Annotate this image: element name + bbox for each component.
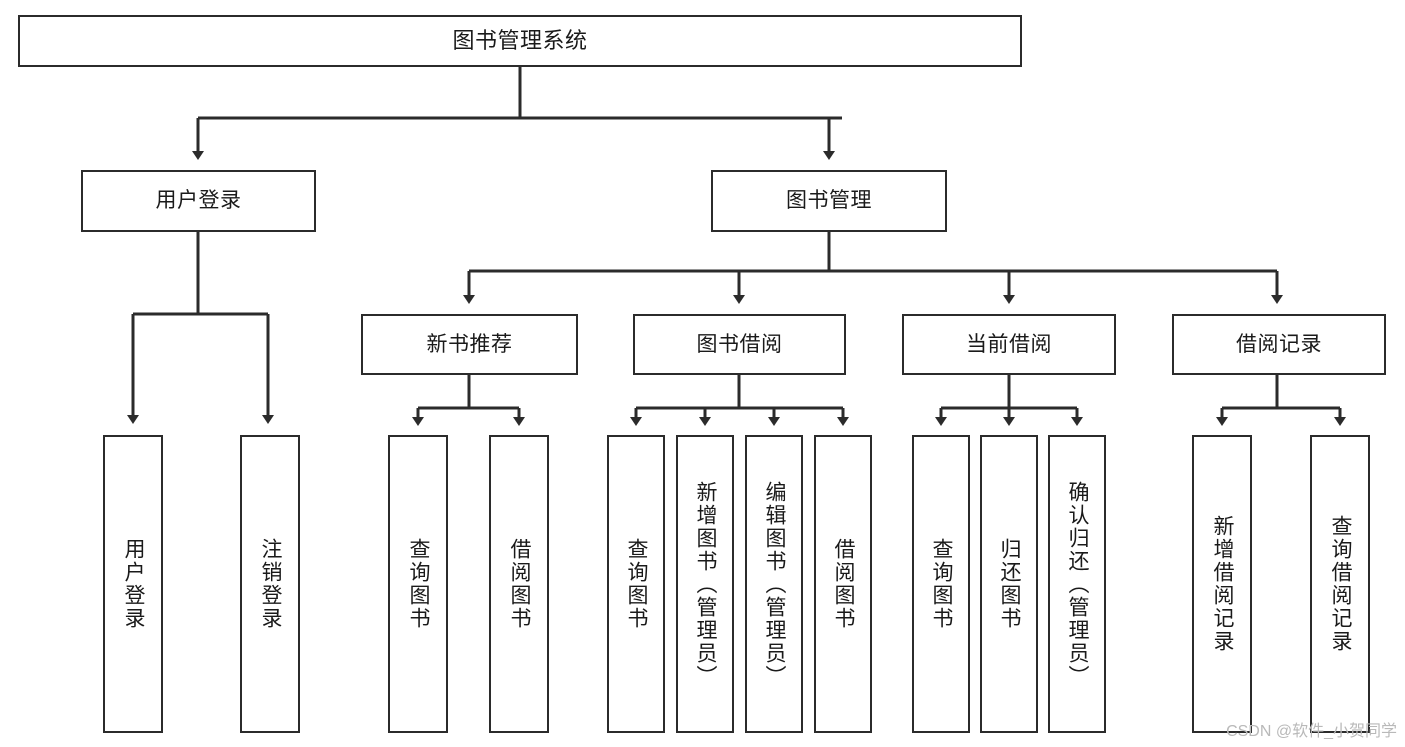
node-borrow-record[interactable]: 借阅记录 <box>1172 314 1386 375</box>
node-leaf-query-book-1-label: 查询图书 <box>407 538 431 630</box>
node-leaf-add-book-label: 新增图书（管理员） <box>694 480 718 688</box>
node-leaf-return-book-label: 归还图书 <box>998 538 1022 630</box>
node-leaf-query-book-2-label: 查询图书 <box>625 538 649 630</box>
node-user-login-label: 用户登录 <box>155 189 242 213</box>
node-leaf-edit-book[interactable]: 编辑图书（管理员） <box>745 435 803 733</box>
node-current-borrow-label: 当前借阅 <box>966 332 1052 356</box>
node-book-manage[interactable]: 图书管理 <box>711 170 947 232</box>
node-user-login[interactable]: 用户登录 <box>81 170 316 232</box>
node-leaf-confirm-return-label: 确认归还（管理员） <box>1066 480 1090 688</box>
node-leaf-add-book[interactable]: 新增图书（管理员） <box>676 435 734 733</box>
node-leaf-edit-book-label: 编辑图书（管理员） <box>763 480 787 688</box>
node-root[interactable]: 图书管理系统 <box>18 15 1022 67</box>
node-new-book-recommend-label: 新书推荐 <box>426 332 513 356</box>
node-leaf-query-book-1[interactable]: 查询图书 <box>388 435 448 733</box>
node-leaf-borrow-book-2[interactable]: 借阅图书 <box>814 435 872 733</box>
node-leaf-user-login-label: 用户登录 <box>122 538 146 630</box>
node-book-manage-label: 图书管理 <box>786 189 872 213</box>
node-book-borrow[interactable]: 图书借阅 <box>633 314 846 375</box>
node-leaf-add-record-label: 新增借阅记录 <box>1211 515 1235 653</box>
node-leaf-query-book-2[interactable]: 查询图书 <box>607 435 665 733</box>
node-new-book-recommend[interactable]: 新书推荐 <box>361 314 578 375</box>
node-leaf-borrow-book-1[interactable]: 借阅图书 <box>489 435 549 733</box>
node-book-borrow-label: 图书借阅 <box>696 332 783 356</box>
node-current-borrow[interactable]: 当前借阅 <box>902 314 1116 375</box>
csdn-watermark: CSDN @软件_小贺同学 <box>1226 723 1397 740</box>
node-leaf-return-book[interactable]: 归还图书 <box>980 435 1038 733</box>
node-leaf-query-record[interactable]: 查询借阅记录 <box>1310 435 1370 733</box>
node-leaf-query-book-3[interactable]: 查询图书 <box>912 435 970 733</box>
node-root-label: 图书管理系统 <box>452 27 588 53</box>
node-leaf-query-book-3-label: 查询图书 <box>930 538 954 630</box>
node-leaf-query-record-label: 查询借阅记录 <box>1329 515 1353 653</box>
node-leaf-user-login[interactable]: 用户登录 <box>103 435 163 733</box>
node-leaf-logout-login[interactable]: 注销登录 <box>240 435 300 733</box>
node-leaf-confirm-return[interactable]: 确认归还（管理员） <box>1048 435 1106 733</box>
node-leaf-borrow-book-1-label: 借阅图书 <box>508 538 532 630</box>
node-leaf-logout-login-label: 注销登录 <box>259 538 283 630</box>
node-borrow-record-label: 借阅记录 <box>1236 332 1322 356</box>
node-leaf-add-record[interactable]: 新增借阅记录 <box>1192 435 1252 733</box>
node-leaf-borrow-book-2-label: 借阅图书 <box>832 538 856 630</box>
